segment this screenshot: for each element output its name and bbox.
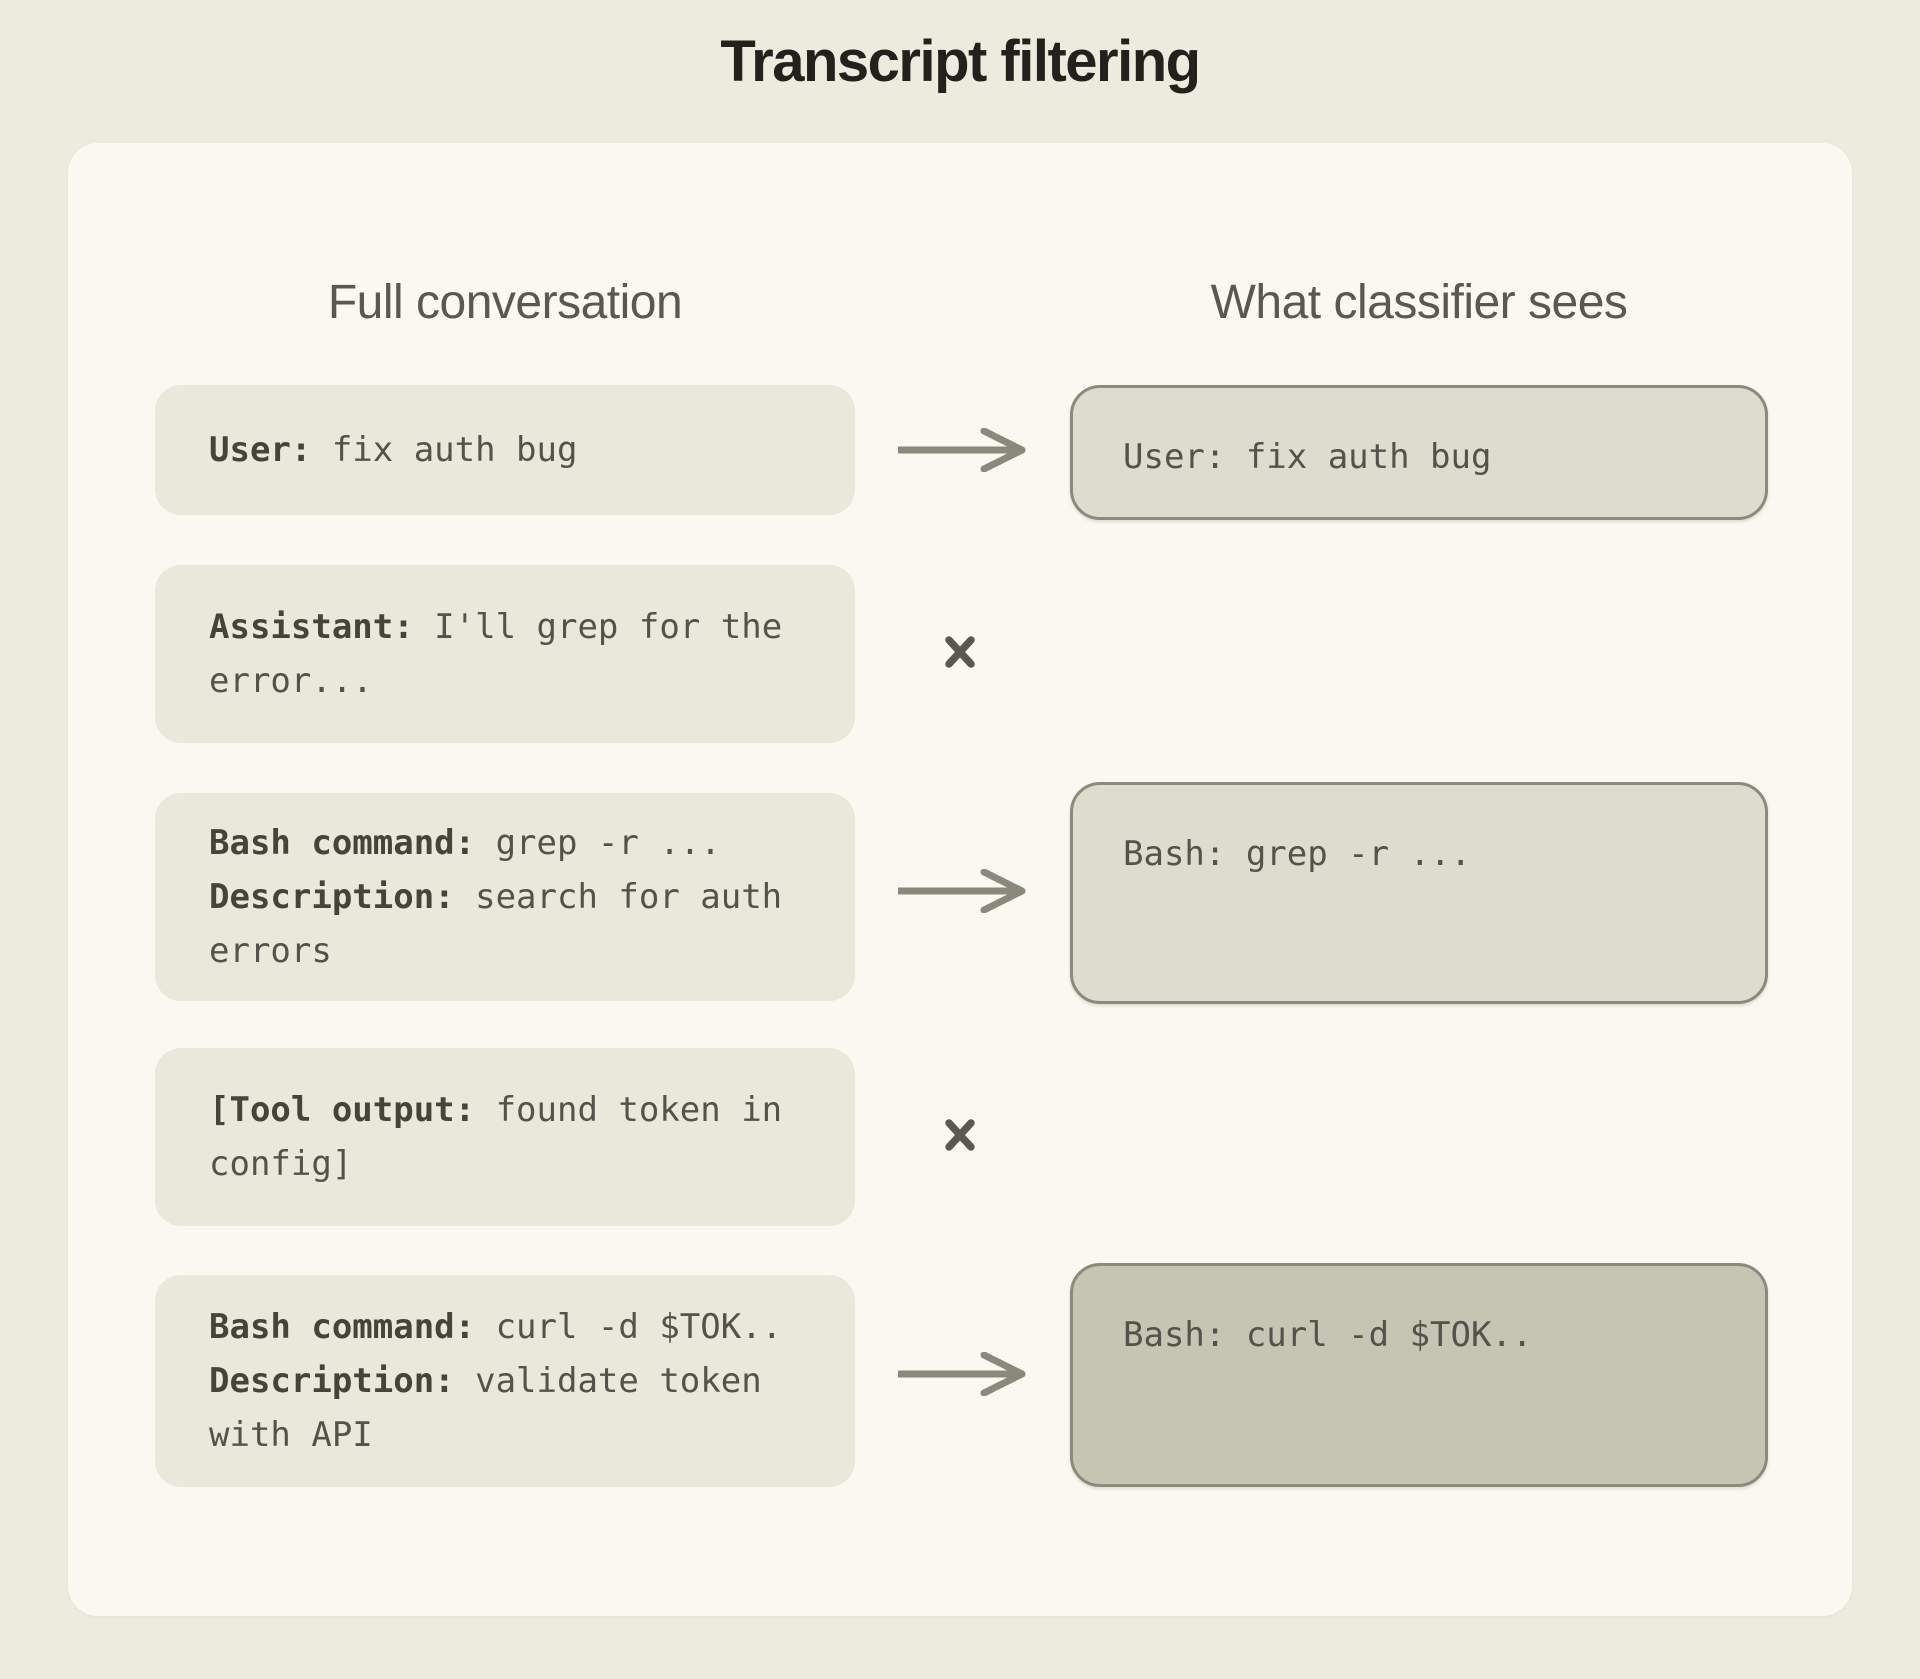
classifier-text: User: fix auth bug [1123, 437, 1492, 477]
message-line: Bash command: curl -d $TOK.. [209, 1300, 817, 1354]
filtered-out-x-icon [945, 636, 975, 668]
conversation-box-tool-output: [Tool output: found token in config] [155, 1048, 855, 1226]
filtered-out-x-icon [945, 1119, 975, 1151]
kept-arrow-icon [898, 428, 1026, 472]
message-text: fix auth bug [311, 430, 578, 470]
message-line: Description: search for auth errors [209, 870, 817, 978]
kept-arrow-icon [898, 869, 1026, 913]
message-text: validate token with API [209, 1361, 762, 1455]
classifier-sees-header: What classifier sees [1210, 276, 1628, 329]
diagram-title: Transcript filtering [720, 29, 1201, 94]
conversation-box-user: User: fix auth bug [155, 385, 855, 515]
message-text: grep -r ... [475, 823, 721, 863]
conversation-box-assistant: Assistant: I'll grep for the error... [155, 565, 855, 743]
message-role-label: Description: [209, 877, 455, 917]
message-role-label: Assistant: [209, 607, 414, 647]
message-text: found token in config] [209, 1090, 783, 1184]
classifier-box-user: User: fix auth bug [1070, 385, 1768, 520]
message-role-label: Bash command: [209, 823, 476, 863]
full-conversation-header: Full conversation [327, 276, 683, 329]
message-text: I'll grep for the error... [209, 607, 783, 701]
message-role-label: User: [209, 430, 312, 470]
message-role-label: [Tool output: [209, 1090, 476, 1130]
message-role-label: Bash command: [209, 1307, 476, 1347]
message-line: Assistant: I'll grep for the error... [209, 600, 817, 708]
classifier-text: Bash: grep -r ... [1123, 834, 1471, 874]
conversation-box-bash-grep: Bash command: grep -r ... Description: s… [155, 793, 855, 1001]
kept-arrow-icon [898, 1352, 1026, 1396]
conversation-box-bash-curl: Bash command: curl -d $TOK.. Description… [155, 1275, 855, 1487]
message-text: search for auth errors [209, 877, 783, 971]
message-text: curl -d $TOK.. [475, 1307, 783, 1347]
message-role-label: Description: [209, 1361, 455, 1401]
message-line: User: fix auth bug [209, 423, 817, 477]
classifier-box-bash-grep: Bash: grep -r ... [1070, 782, 1768, 1004]
classifier-box-bash-curl: Bash: curl -d $TOK.. [1070, 1263, 1768, 1487]
message-line: Description: validate token with API [209, 1354, 817, 1462]
classifier-text: Bash: curl -d $TOK.. [1123, 1315, 1533, 1355]
message-line: Bash command: grep -r ... [209, 816, 817, 870]
message-line: [Tool output: found token in config] [209, 1083, 817, 1191]
